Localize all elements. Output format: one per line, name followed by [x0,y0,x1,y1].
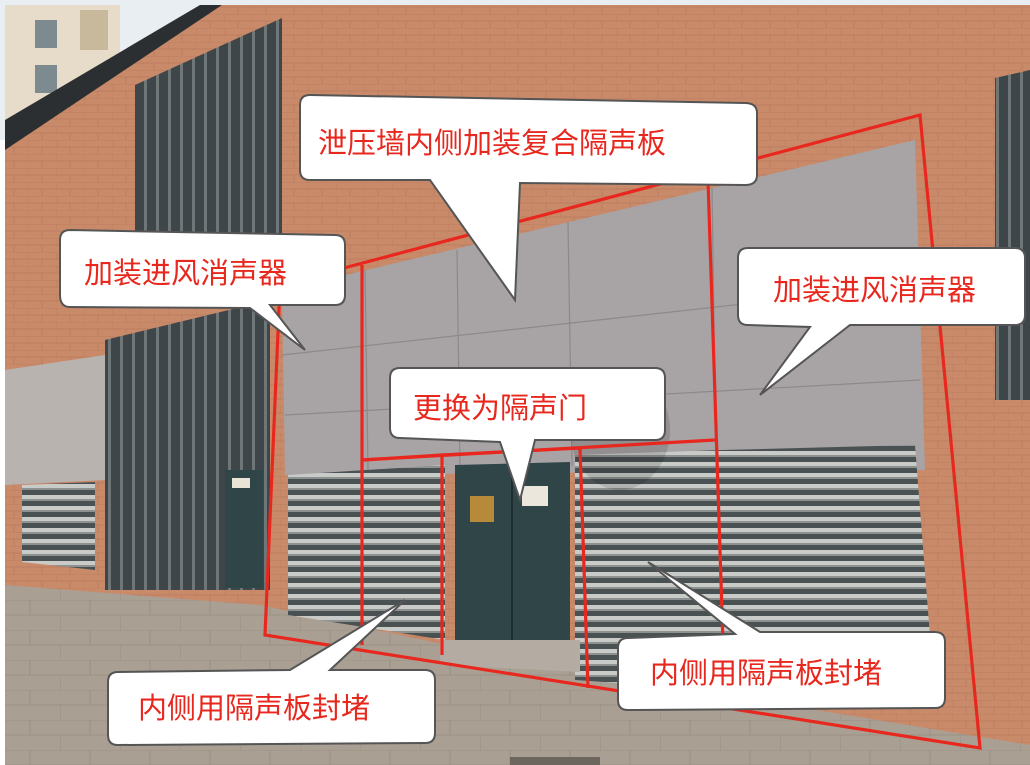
callout-center: 更换为隔声门 [389,367,666,504]
far-left-louver [22,482,95,570]
callout-top-label: 泄压墙内侧加装复合隔声板 [318,126,666,160]
callout-left-label: 加装进风消声器 [84,256,287,290]
manhole [510,757,600,765]
callout-right-label: 加装进风消声器 [773,273,976,307]
upper-louver [135,18,282,300]
door-sign-right [522,486,548,506]
door-step [440,640,580,672]
door-sign-left [470,496,494,522]
lower-louver-left [288,465,445,640]
callout-top: 泄压墙内侧加装复合隔声板 [299,93,758,303]
callout-bottom-right-label: 内侧用隔声板封堵 [650,656,882,690]
callout-bottom-left: 内侧用隔声板封堵 [107,599,436,747]
left-grey-panels [5,355,105,485]
lower-louver-right-a [575,450,722,690]
callout-bottom-left-label: 内侧用隔声板封堵 [138,691,370,725]
callout-center-label: 更换为隔声门 [413,391,587,425]
right-edge-louver [995,70,1030,400]
side-door [225,470,263,588]
callout-bottom-right: 内侧用隔声板封堵 [617,561,946,712]
callout-left: 加装进风消声器 [59,228,346,351]
callout-right: 加装进风消声器 [737,247,1026,396]
roof-edge [5,5,222,150]
